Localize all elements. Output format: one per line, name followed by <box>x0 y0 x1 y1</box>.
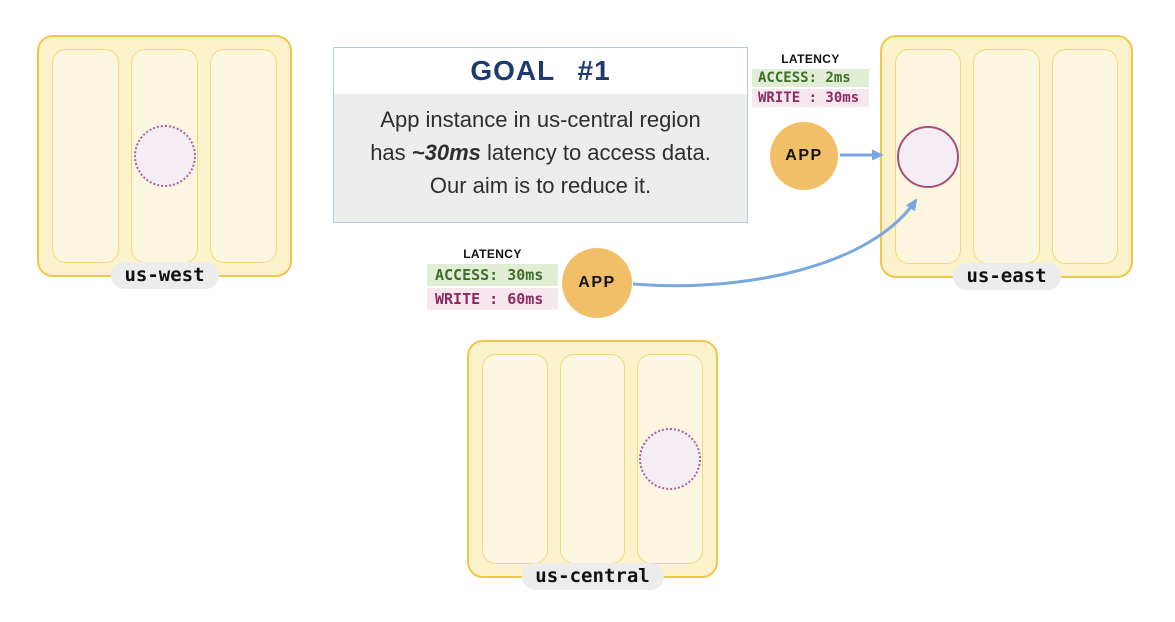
us-east-zone-2 <box>973 49 1040 264</box>
us-east-zone-1 <box>895 49 962 264</box>
region-label-us-east: us-east <box>952 263 1061 290</box>
region-label-us-west: us-west <box>110 262 219 289</box>
goal-line-2: has ~30ms latency to access data. <box>334 136 747 169</box>
data-replica-circle-dotted <box>133 125 196 187</box>
goal-line-2-suffix: latency to access data. <box>480 140 711 165</box>
latency-block-us-central: LATENCY ACCESS: 30ms WRITE : 60ms <box>427 247 558 312</box>
us-central-zone-2 <box>559 354 626 564</box>
goal-callout-box: GOAL #1 App instance in us-central regio… <box>333 47 748 223</box>
region-label-us-central: us-central <box>521 563 664 590</box>
goal-title: GOAL #1 <box>470 55 611 86</box>
us-west-zone-2 <box>131 49 198 263</box>
latency-title: LATENCY <box>463 247 522 261</box>
goal-latency-emphasis: ~30ms <box>411 140 481 165</box>
latency-write-badge: WRITE : 60ms <box>427 288 558 310</box>
latency-write-badge: WRITE : 30ms <box>752 89 869 107</box>
us-central-zone-1 <box>482 354 548 564</box>
goal-header: GOAL #1 <box>334 48 747 94</box>
region-us-west: us-west <box>37 35 292 289</box>
app-instance-us-east: APP <box>770 122 838 190</box>
us-east-zone-3 <box>1051 49 1118 264</box>
latency-access-badge: ACCESS: 30ms <box>427 264 558 286</box>
goal-line-1: App instance in us-central region <box>380 107 701 132</box>
data-replica-circle-solid <box>897 125 960 188</box>
latency-block-us-east: LATENCY ACCESS: 2ms WRITE : 30ms <box>752 52 869 109</box>
goal-line-2-prefix: has <box>370 140 412 165</box>
goal-line-3: Our aim is to reduce it. <box>429 173 652 198</box>
app-instance-us-central: APP <box>562 248 632 318</box>
us-west-zone-1 <box>52 49 119 263</box>
region-us-central: us-central <box>467 340 718 590</box>
region-us-east: us-east <box>880 35 1133 290</box>
goal-body-text: App instance in us-central region has ~3… <box>334 94 747 222</box>
latency-title: LATENCY <box>781 52 840 66</box>
data-replica-circle-dotted <box>639 428 702 490</box>
latency-access-badge: ACCESS: 2ms <box>752 69 869 87</box>
us-west-zone-3 <box>210 49 277 263</box>
us-central-zone-3 <box>637 354 704 564</box>
